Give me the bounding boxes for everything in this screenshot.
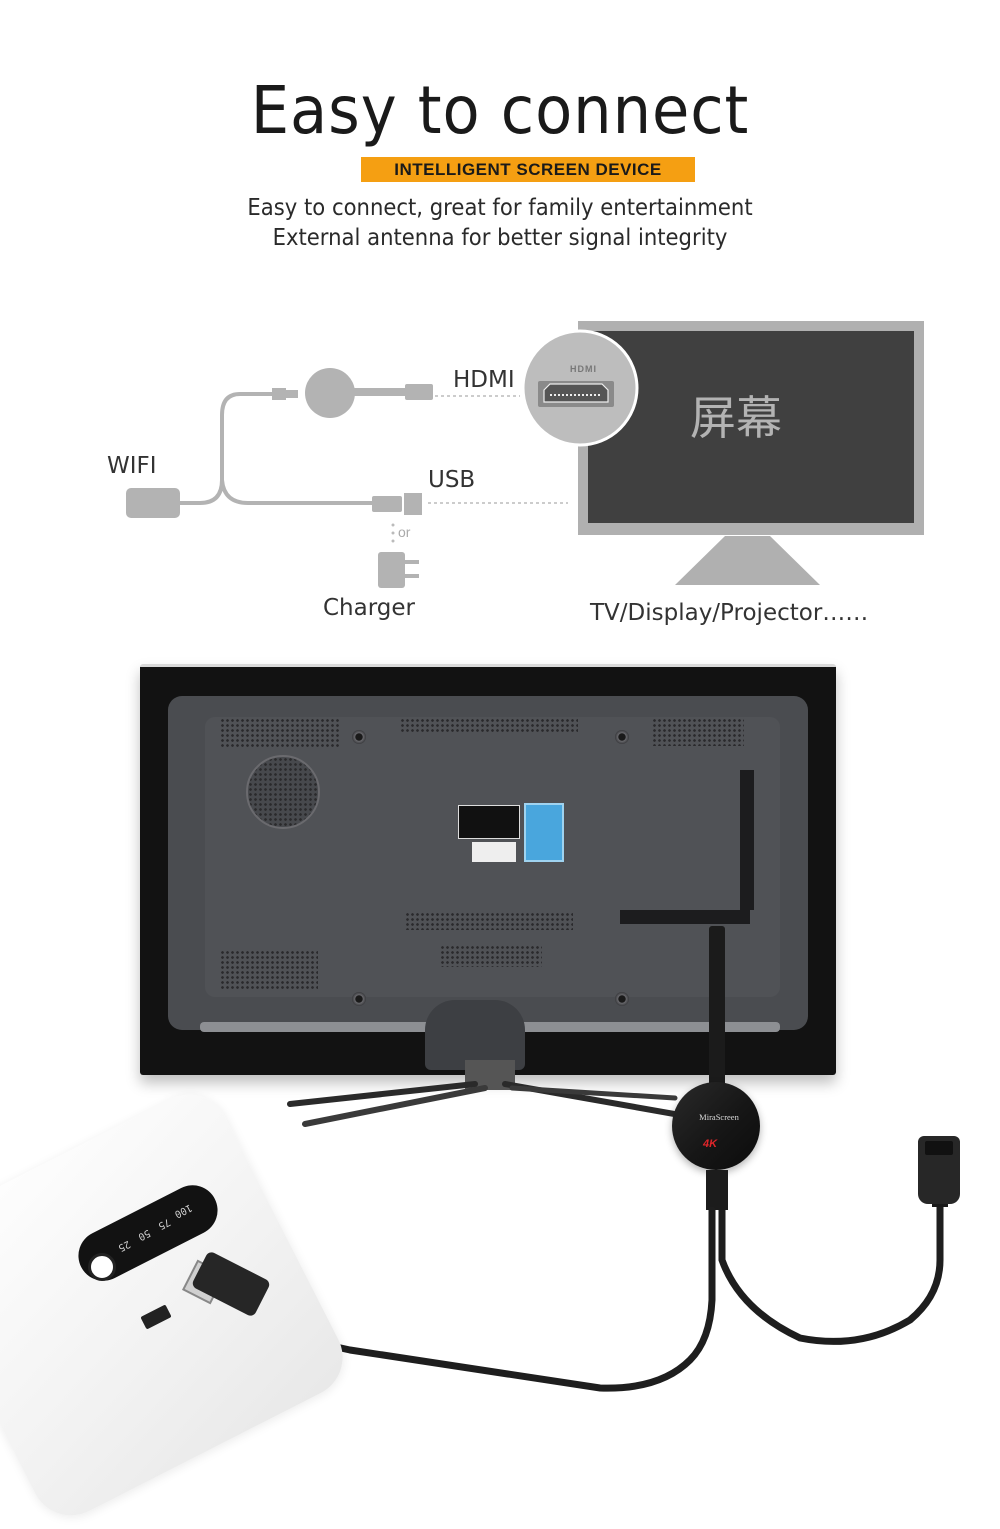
vent-grille (440, 945, 542, 967)
dongle-icon (272, 368, 433, 418)
dongle-4k-badge: 4K (703, 1138, 718, 1150)
vent-grille (220, 718, 340, 748)
tv-stand-legs (287, 1060, 683, 1127)
monitor-icon (578, 321, 924, 585)
usb-female-port (925, 1141, 953, 1155)
screw-icon (352, 992, 366, 1006)
screw-icon (615, 730, 629, 744)
screen-label: 屏幕 (690, 391, 782, 445)
connection-diagram (126, 321, 924, 588)
vent-grille (400, 718, 578, 734)
page-title: Easy to connect (250, 72, 750, 149)
screw-icon (352, 730, 366, 744)
power-bank (0, 1080, 357, 1529)
mirascreen-dongle (672, 1082, 760, 1170)
subtitle-line-1: Easy to connect, great for family entert… (247, 195, 753, 221)
wifi-label: WIFI (107, 453, 157, 479)
spec-sticker (458, 805, 520, 839)
vent-grille (405, 912, 573, 930)
subtitle-line-2: External antenna for better signal integ… (272, 225, 728, 251)
usb-connector-icon (372, 493, 422, 515)
energy-sticker (524, 803, 564, 862)
hdmi-label: HDMI (453, 367, 515, 393)
dongle-brand-text: MiraScreen (699, 1112, 739, 1122)
vent-grille (220, 950, 318, 990)
screw-icon (615, 992, 629, 1006)
feature-badge: INTELLIGENT SCREEN DEVICE (361, 157, 695, 182)
barcode-sticker (472, 842, 516, 862)
charger-plug-icon (378, 552, 419, 588)
vent-grille (652, 718, 744, 746)
tv-stand-mount (425, 1000, 525, 1070)
speaker-grille (246, 755, 320, 829)
or-label: or (398, 524, 411, 540)
hdmi-port-label: HDMI (570, 364, 597, 374)
hdmi-port-icon (521, 329, 639, 447)
io-ports-horizontal (620, 910, 750, 924)
display-label: TV/Display/Projector…… (590, 600, 869, 626)
io-ports-vertical (740, 770, 754, 910)
power-button (88, 1253, 116, 1281)
hdmi-cable (709, 926, 725, 1086)
usb-label: USB (428, 467, 476, 493)
charger-label: Charger (323, 595, 415, 621)
